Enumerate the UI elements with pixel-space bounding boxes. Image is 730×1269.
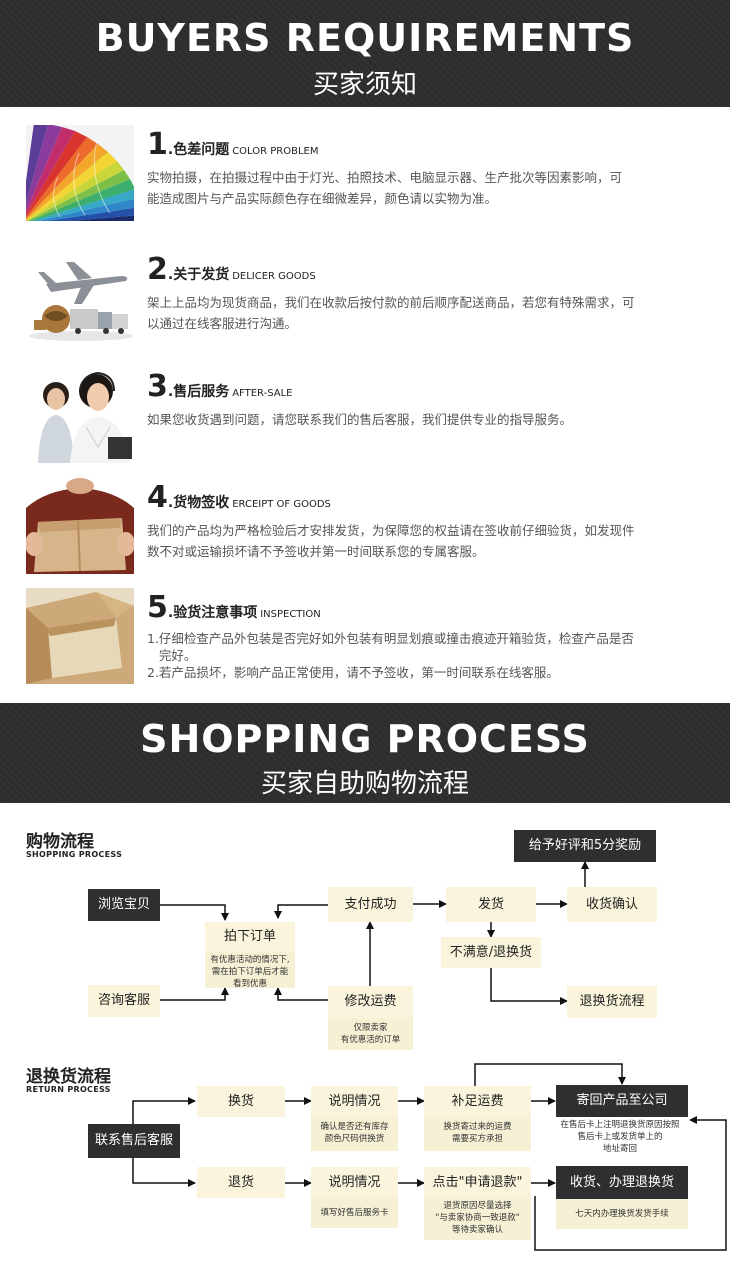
- apply-refund-note: 退货原因尽量选择 "与卖家协商一致退款" 等待卖家确认: [424, 1198, 531, 1240]
- note-line: 需在拍下订单后才能: [211, 967, 289, 977]
- return-process-subtitle: RETURN PROCESS: [26, 1085, 111, 1094]
- text-line: 数不对或运输损坏请不予签收并第一时间联系您的专属客服。: [147, 544, 485, 559]
- note-line: "与卖家协商一致退款": [435, 1213, 520, 1223]
- apply-refund-box: 点击"申请退款": [424, 1167, 531, 1198]
- send-back-note: 在售后卡上注明退换货原因按照 售后卡上或发货单上的 地址寄回: [550, 1117, 690, 1155]
- ship-box: 发货: [446, 887, 536, 922]
- banner-title-cn: 买家须知: [312, 70, 417, 100]
- requirement-number: 4: [147, 480, 168, 515]
- requirement-title: .货物签收: [167, 495, 230, 511]
- note-line: 在售后卡上注明退换货原因按照: [560, 1120, 680, 1130]
- requirement-number: 3: [147, 369, 168, 404]
- send-back-box: 寄回产品至公司: [556, 1085, 688, 1117]
- note-line: 七天内办理换货发货手续: [575, 1209, 669, 1219]
- note-line: 颜色尺码供换货: [324, 1134, 385, 1144]
- text-line: 能造成图片与产品实际颜色存在细微差异，颜色请以实物为准。: [147, 191, 498, 206]
- refund-box: 退货: [197, 1167, 285, 1198]
- pay-shipping-note: 换货寄过来的运费 需要买方承担: [424, 1117, 531, 1151]
- place-order-box: 拍下订单: [205, 922, 295, 952]
- requirement-number: 5: [147, 590, 168, 625]
- note-line: 填写好售后服务卡: [320, 1208, 389, 1218]
- consult-box: 咨询客服: [88, 985, 160, 1017]
- requirement-number: 1: [147, 127, 168, 162]
- text-line: 我们的产品均为严格检验后才安排发货，为保障您的权益请在签收前仔细验货，如发现件: [147, 523, 635, 538]
- banner-title-en: SHOPPING PROCESS: [140, 717, 590, 761]
- text-line: 实物拍摄，在拍摄过程中由于灯光、拍照技术、电脑显示器、生产批次等因素影响，可: [147, 170, 623, 185]
- requirement-number: 2: [147, 252, 168, 287]
- requirement-title-en: COLOR PROBLEM: [232, 146, 319, 157]
- requirement-title: .验货注意事项: [167, 605, 258, 621]
- requirement-title: .色差问题: [167, 142, 230, 158]
- requirement-text: 如果您收货遇到问题，请您联系我们的售后客服，我们提供专业的指导服务。: [147, 409, 717, 430]
- note-line: 确认是否还有库存: [320, 1122, 389, 1132]
- note-line: 需要买方承担: [451, 1134, 503, 1144]
- buyers-requirements-banner: BUYERS REQUIREMENTS 买家须知: [0, 0, 730, 107]
- note-line: 退货原因尽量选择: [443, 1201, 512, 1211]
- customer-service-image: [26, 367, 134, 463]
- requirement-title-en: INSPECTION: [260, 609, 321, 620]
- shopping-process-title: 购物流程: [26, 832, 94, 852]
- airplane-truck-image: [26, 254, 134, 342]
- payment-success-box: 支付成功: [328, 887, 413, 922]
- note-line: 有优惠活的订单: [340, 1035, 401, 1045]
- explain-exchange-box: 说明情况: [311, 1086, 398, 1117]
- pay-shipping-box: 补足运费: [424, 1086, 531, 1117]
- requirement-title-en: DELICER GOODS: [232, 271, 316, 282]
- receive-exchange-note: 七天内办理换货发货手续: [556, 1199, 688, 1229]
- text-line: 架上上品均为现货商品，我们在收款后按付款的前后顺序配送商品，若您有特殊需求，可: [147, 295, 635, 310]
- receive-exchange-box: 收货、办理退换货: [556, 1166, 688, 1199]
- place-order-note: 有优惠活动的情况下, 需在拍下订单后才能 看到优惠: [205, 952, 295, 989]
- return-flow-box: 退换货流程: [567, 986, 657, 1018]
- explain-refund-note: 填写好售后服务卡: [311, 1198, 398, 1228]
- requirement-text: 架上上品均为现货商品，我们在收款后按付款的前后顺序配送商品，若您有特殊需求，可 …: [147, 292, 717, 334]
- note-line: 换货寄过来的运费: [443, 1122, 512, 1132]
- requirement-title-en: ERCEIPT OF GOODS: [232, 499, 331, 510]
- confirm-receipt-box: 收货确认: [567, 887, 657, 922]
- exchange-box: 换货: [197, 1086, 285, 1117]
- note-line: 有优惠活动的情况下,: [210, 955, 290, 965]
- requirement-text: 1.仔细检查产品外包装是否完好如外包装有明显划痕或撞击痕迹开箱验货，检查产品是否…: [147, 630, 717, 681]
- contact-after-sale-box: 联系售后客服: [88, 1124, 180, 1158]
- modify-shipping-box: 修改运费: [328, 986, 413, 1018]
- requirement-title: .关于发货: [167, 267, 230, 283]
- note-line: 看到优惠: [232, 979, 267, 989]
- requirement-text: 我们的产品均为严格检验后才安排发货，为保障您的权益请在签收前仔细验货，如发现件 …: [147, 520, 717, 562]
- banner-title-en: BUYERS REQUIREMENTS: [95, 16, 635, 60]
- text-line: 2.若产品损坏，影响产品正常使用，请不予签收，第一时间联系在线客服。: [147, 665, 559, 680]
- explain-refund-box: 说明情况: [311, 1167, 398, 1198]
- parcel-delivery-image: [26, 478, 134, 574]
- color-swatch-image: [26, 125, 134, 221]
- review-reward-box: 给予好评和5分奖励: [514, 830, 656, 862]
- unhappy-return-box: 不满意/退换货: [441, 937, 541, 968]
- shopping-process-banner: SHOPPING PROCESS 买家自助购物流程: [0, 703, 730, 803]
- explain-exchange-note: 确认是否还有库存 颜色尺码供换货: [311, 1117, 398, 1151]
- text-line: 如果您收货遇到问题，请您联系我们的售后客服，我们提供专业的指导服务。: [147, 412, 573, 427]
- return-process-title: 退换货流程: [26, 1067, 111, 1087]
- text-line: 以通过在线客服进行沟通。: [147, 316, 298, 331]
- open-box-image: [26, 588, 134, 684]
- note-line: 等待卖家确认: [451, 1225, 503, 1235]
- requirement-title-en: AFTER-SALE: [232, 388, 293, 399]
- note-line: 售后卡上或发货单上的: [577, 1132, 663, 1142]
- modify-shipping-note: 仅限卖家 有优惠活的订单: [328, 1018, 413, 1050]
- note-line: 地址寄回: [602, 1144, 637, 1154]
- text-line: 1.仔细检查产品外包装是否完好如外包装有明显划痕或撞击痕迹开箱验货，检查产品是否: [147, 631, 634, 646]
- requirement-text: 实物拍摄，在拍摄过程中由于灯光、拍照技术、电脑显示器、生产批次等因素影响，可 能…: [147, 167, 717, 209]
- requirement-title: .售后服务: [167, 384, 230, 400]
- note-line: 仅限卖家: [353, 1023, 388, 1033]
- banner-title-cn: 买家自助购物流程: [260, 769, 469, 799]
- browse-box: 浏览宝贝: [88, 889, 160, 921]
- shopping-process-subtitle: SHOPPING PROCESS: [26, 850, 123, 859]
- text-line: 完好。: [147, 648, 197, 663]
